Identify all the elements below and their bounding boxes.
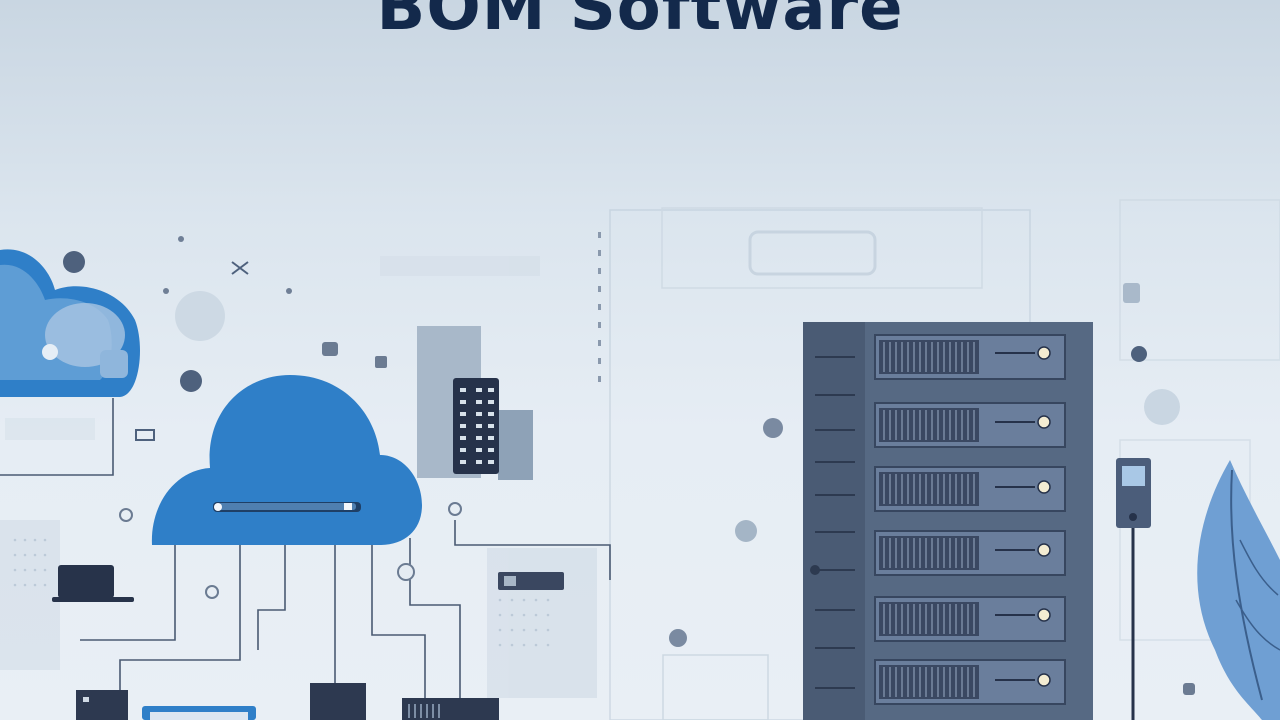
plant-icon — [1197, 460, 1280, 720]
cloud-icon-small — [0, 249, 140, 397]
page-title: BOM Software — [376, 0, 904, 45]
laptop-icon — [52, 565, 134, 602]
decor-dots — [63, 236, 1180, 647]
chip-icons — [119, 261, 462, 599]
decor-bars — [598, 232, 1195, 695]
bottom-devices — [76, 683, 499, 720]
dot-pattern — [13, 538, 550, 647]
device-panel — [417, 326, 533, 480]
server-rack-icon — [803, 322, 1093, 720]
tag-icon — [498, 572, 564, 590]
network-lines — [0, 398, 611, 700]
cloud-icon — [151, 375, 423, 545]
monitor-icon — [1116, 458, 1151, 720]
